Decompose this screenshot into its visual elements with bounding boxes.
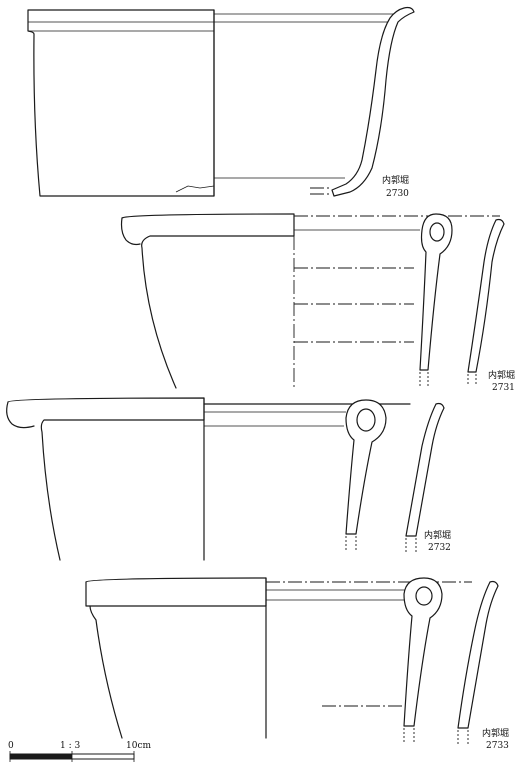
vessel-2733-number: 2733 xyxy=(486,741,509,751)
scale-zero: 0 xyxy=(8,741,14,751)
vessel-2731-handle-hole xyxy=(429,222,445,242)
vessel-2731-exterior xyxy=(121,213,295,389)
vessel-2731-handle-break xyxy=(419,372,429,386)
scale-max: 10cm xyxy=(126,741,151,751)
vessel-2732-handle-hole xyxy=(356,408,376,432)
vessel-2733-handle-hole xyxy=(415,586,433,606)
vessel-2730-site: 内郭堀 xyxy=(382,174,409,186)
scale-bar-black-segment xyxy=(10,754,72,759)
vessel-2730-exterior xyxy=(27,9,215,197)
vessel-2733-exterior xyxy=(85,577,267,739)
vessel-2732-exterior xyxy=(7,397,205,561)
vessel-2732-handle-profile xyxy=(345,399,387,535)
vessel-2733-body-profile xyxy=(457,580,499,729)
vessel-2733-site: 内郭堀 xyxy=(482,727,509,739)
vessel-2730-number: 2730 xyxy=(386,189,409,199)
vessel-2732-body-profile xyxy=(405,402,445,537)
vessel-2730-profile xyxy=(331,6,415,197)
vessel-2733-handle-break xyxy=(403,728,415,742)
vessel-2731-number: 2731 xyxy=(492,383,515,393)
vessel-2733-handle-profile xyxy=(403,577,443,727)
vessel-2731-body-profile xyxy=(467,218,505,373)
vessel-2733: 内郭堀 2733 xyxy=(85,577,509,751)
vessel-2732-handle-break xyxy=(345,536,357,552)
vessel-2731-body-break xyxy=(467,374,477,386)
vessel-2732-body-break xyxy=(405,538,417,552)
vessel-2731-handle-profile xyxy=(419,213,453,371)
vessel-2732: 内郭堀 2732 xyxy=(6,397,451,561)
vessel-2730-base-crack xyxy=(175,185,215,193)
vessel-2731-site: 内郭堀 xyxy=(488,369,515,381)
scale-bar: 0 1 : 3 10cm xyxy=(8,741,151,762)
vessel-2733-rim-left xyxy=(85,581,91,607)
vessel-2732-site: 内郭堀 xyxy=(424,529,451,541)
vessel-2730: 内郭堀 2730 xyxy=(27,6,415,199)
vessel-2733-body-break xyxy=(457,730,469,744)
vessel-2731: 内郭堀 2731 xyxy=(120,213,515,393)
vessel-2732-rim-left xyxy=(6,401,35,429)
vessel-2731-rim-left xyxy=(120,217,141,246)
vessel-2732-number: 2732 xyxy=(428,543,451,553)
scale-ratio: 1 : 3 xyxy=(60,741,80,751)
